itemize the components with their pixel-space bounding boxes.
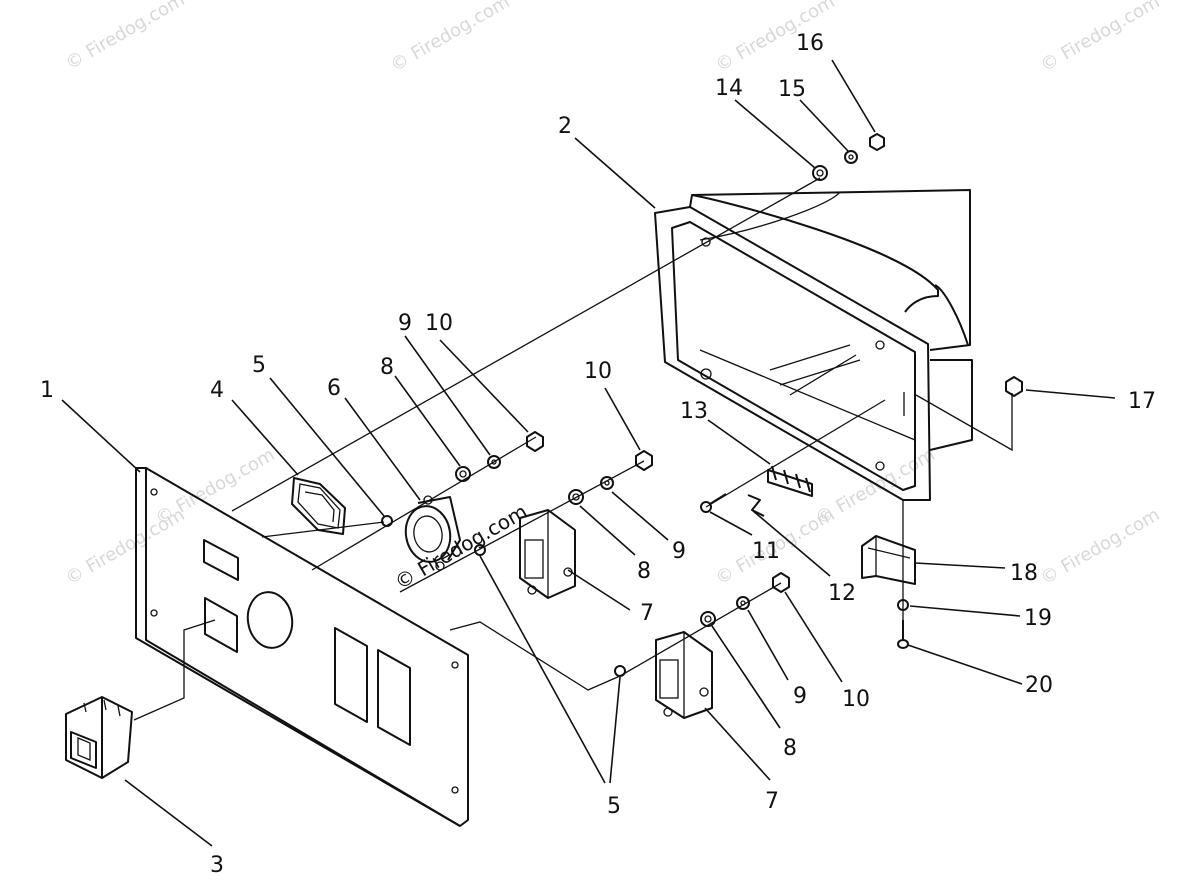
callout-9: 9 (398, 311, 412, 336)
watermark: © Firedog.com (1037, 504, 1163, 589)
rocker-switch (65, 696, 133, 779)
callout-19: 19 (1024, 606, 1052, 631)
watermark: © Firedog.com (152, 444, 278, 529)
callout-5: 5 (607, 794, 621, 819)
callout-8: 8 (380, 355, 394, 380)
callout-13: 13 (680, 399, 708, 424)
gfci-outlet-upper (519, 509, 576, 599)
callout-10: 10 (842, 687, 870, 712)
receptacle-cover (291, 477, 346, 535)
watermark: © Firedog.com (812, 444, 938, 529)
callout-2: 2 (558, 114, 572, 139)
terminal-parts (700, 465, 813, 517)
back-box (654, 189, 973, 501)
callout-20: 20 (1025, 673, 1053, 698)
watermark: © Firedog.com (387, 0, 513, 76)
connector-block (861, 535, 916, 585)
callout-18: 18 (1010, 561, 1038, 586)
callout-6: 6 (327, 376, 341, 401)
callout-7: 7 (765, 789, 779, 814)
assembly-lines (133, 177, 1013, 721)
leader-lines (61, 59, 1116, 847)
callout-16: 16 (796, 31, 824, 56)
watermarks: © Firedog.com © Firedog.com © Firedog.co… (62, 0, 1163, 594)
callout-7: 7 (640, 601, 654, 626)
callout-9: 9 (672, 539, 686, 564)
callout-15: 15 (778, 77, 806, 102)
callout-8: 8 (637, 559, 651, 584)
callout-17: 17 (1128, 389, 1156, 414)
control-panel (135, 467, 469, 827)
callout-1: 1 (40, 378, 54, 403)
callout-11: 11 (752, 539, 780, 564)
callout-9: 9 (793, 684, 807, 709)
watermark: © Firedog.com (62, 0, 188, 74)
gfci-outlet-lower (655, 631, 713, 719)
callout-12: 12 (828, 581, 856, 606)
callout-3: 3 (210, 853, 224, 878)
mounting-screw (897, 620, 909, 649)
locking-receptacle (404, 495, 461, 571)
callouts: 1 2 3 4 5 5 6 7 7 8 8 8 9 9 9 10 10 10 1… (40, 31, 1156, 878)
callout-14: 14 (715, 76, 743, 101)
callout-4: 4 (210, 378, 224, 403)
callout-5: 5 (252, 353, 266, 378)
watermark: © Firedog.com (1037, 0, 1163, 76)
callout-10: 10 (584, 359, 612, 384)
callout-8: 8 (783, 736, 797, 761)
callout-10: 10 (425, 311, 453, 336)
